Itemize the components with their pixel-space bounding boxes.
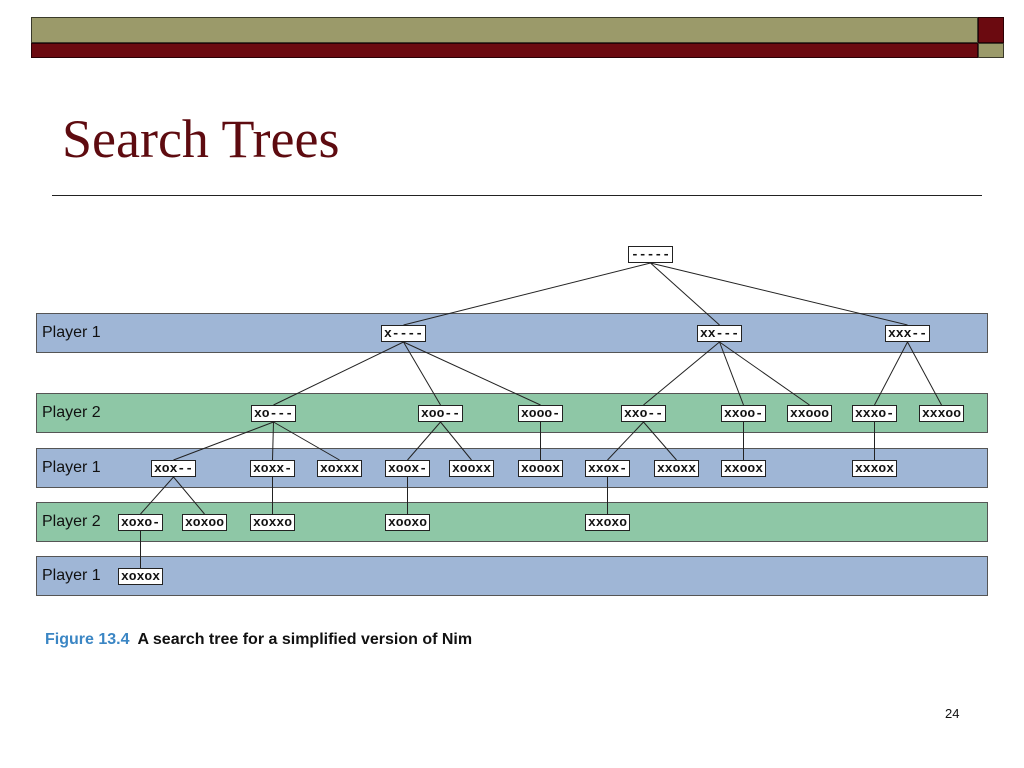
tree-edge [403,341,541,406]
header-bar-olive [31,17,978,43]
tree-node: xoxox [118,568,164,585]
band-label: Player 2 [42,404,101,421]
tree-node: xo--- [251,405,297,422]
tree-node: xxoxo [585,514,631,531]
player-band-level-1: Player 1 [36,313,988,353]
header-square-maroon [978,17,1004,43]
tree-node: xoxoo [182,514,228,531]
title-divider [52,195,982,196]
tree-node: xxx-- [885,325,931,342]
tree-edge [650,262,908,326]
tree-node: xoxx- [250,460,296,477]
tree-node: x---- [381,325,427,342]
tree-edge [440,421,472,461]
tree-node: xxxox [852,460,898,477]
slide-title: Search Trees [62,109,340,169]
tree-node: xxxo- [852,405,898,422]
tree-node: xooox [518,460,564,477]
band-label: Player 2 [42,513,101,530]
tree-node: xxo-- [621,405,667,422]
header-square-olive [978,43,1004,58]
tree-edge [273,421,340,461]
figure-number: Figure 13.4 [45,631,130,648]
tree-node: xoxo- [118,514,164,531]
tree-edge [643,421,677,461]
tree-node: ----- [628,246,674,263]
tree-node: xxoox [721,460,767,477]
tree-edge [173,421,274,461]
tree-node: xox-- [151,460,197,477]
band-label: Player 1 [42,324,101,341]
tree-edge [907,341,942,406]
tree-edge [874,341,908,406]
tree-node: xooxx [449,460,495,477]
header-bar-maroon [31,43,978,58]
tree-edge [173,476,205,515]
tree-node: xxooo [787,405,833,422]
tree-node: xooo- [518,405,564,422]
band-label: Player 1 [42,567,101,584]
figure-caption: Figure 13.4 A search tree for a simplifie… [45,631,472,649]
tree-edge [403,262,651,326]
tree-node: xoxxx [317,460,363,477]
player-band-level-5: Player 1 [36,556,988,596]
tree-edge [643,341,720,406]
tree-node: xoo-- [418,405,464,422]
tree-edge [607,421,644,461]
tree-edge [273,341,404,406]
tree-edge [719,341,810,406]
tree-edge [719,341,744,406]
tree-node: xooxo [385,514,431,531]
tree-edge [272,421,274,461]
tree-node: xx--- [697,325,743,342]
tree-edge [140,476,174,515]
tree-edge [403,341,441,406]
band-label: Player 1 [42,459,101,476]
figure-caption-text: A search tree for a simplified version o… [137,631,473,648]
tree-node: xxxoo [919,405,965,422]
tree-node: xxox- [585,460,631,477]
tree-edge [650,262,720,326]
tree-node: xoox- [385,460,431,477]
tree-node: xxoo- [721,405,767,422]
tree-edge [407,421,441,461]
tree-node: xxoxx [654,460,700,477]
tree-node: xoxxo [250,514,296,531]
page-number: 24 [945,706,960,721]
